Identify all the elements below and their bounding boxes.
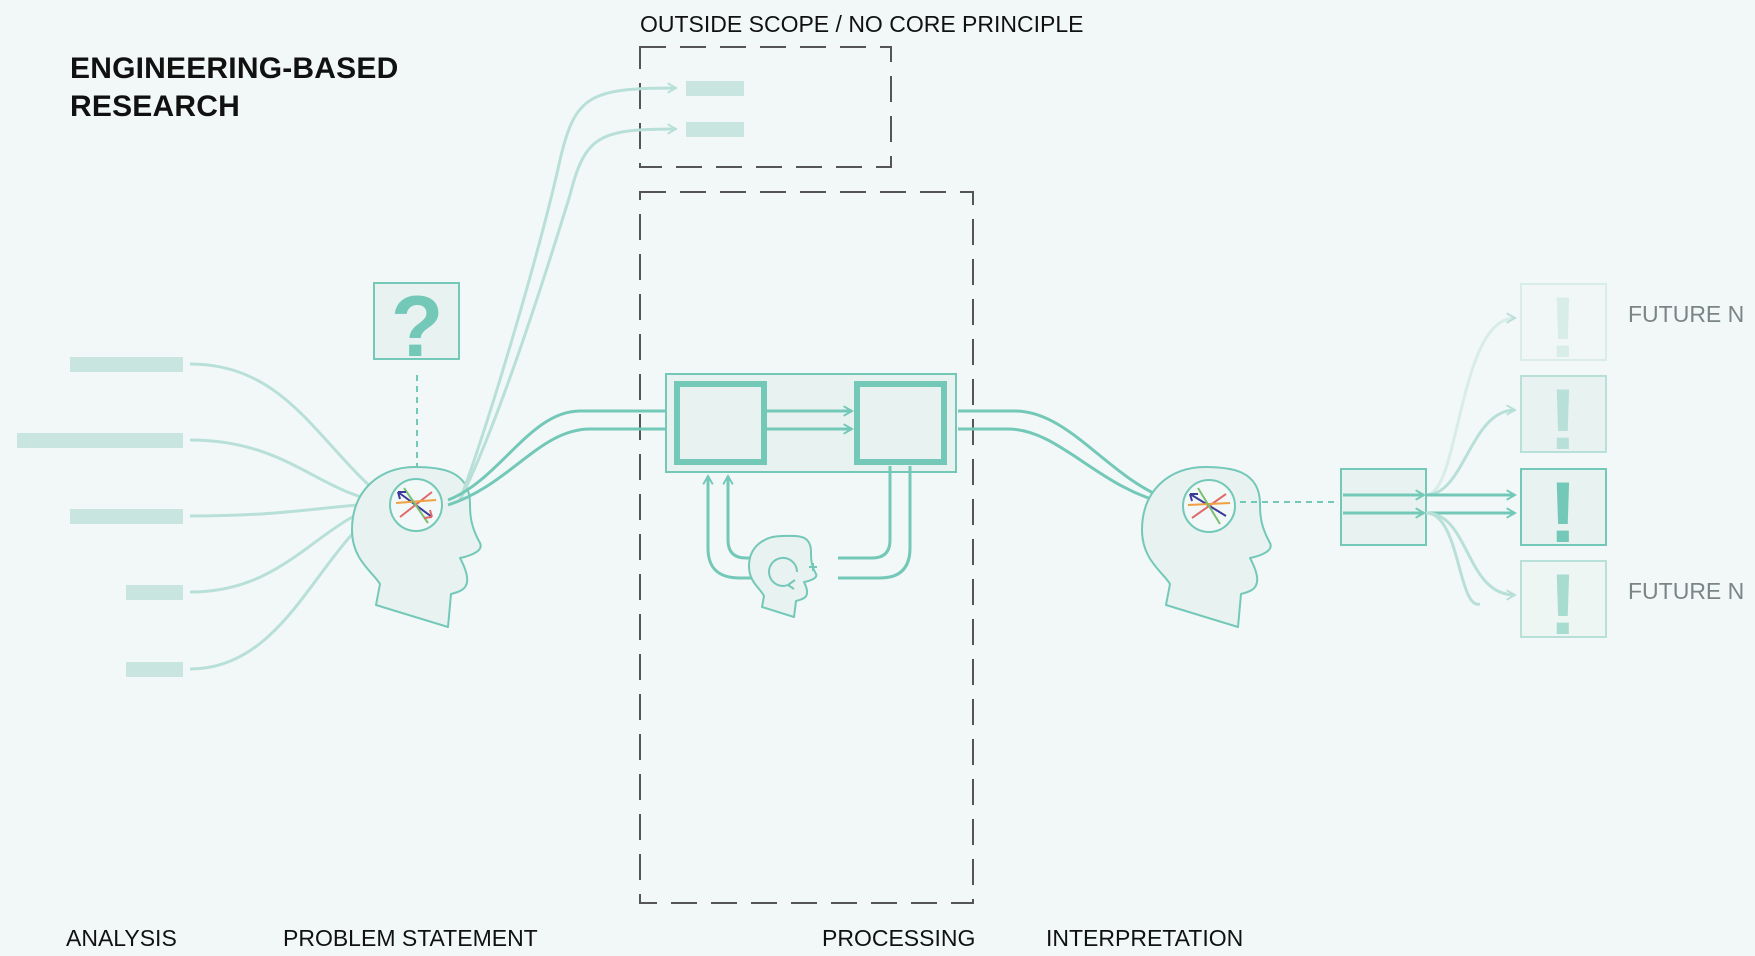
title-line-2: RESEARCH [70, 90, 240, 123]
exclamation-icon: ! [1549, 280, 1578, 376]
processing-unit [665, 373, 957, 618]
scope-bar-2 [686, 122, 744, 137]
head-interpretation-icon [1141, 466, 1335, 628]
input-line-2 [189, 438, 391, 505]
process-box-1 [674, 381, 767, 465]
question-mark-icon: ? [391, 279, 444, 375]
input-bar-4 [126, 585, 183, 600]
future-box-4: ! [1520, 557, 1607, 653]
flow-to-interpretation [958, 409, 1171, 506]
input-bar-5 [126, 662, 183, 677]
title-line-1: ENGINEERING-BASED [70, 52, 399, 85]
stage-processing: PROCESSING [822, 925, 976, 951]
scope-bar-1 [686, 81, 744, 96]
head-problem-statement-icon [351, 466, 482, 628]
future-box-1: ! [1520, 280, 1607, 376]
process-box-2 [854, 381, 947, 465]
input-bar-1 [70, 357, 183, 372]
exclamation-icon: ! [1549, 557, 1578, 653]
outside-scope-label: OUTSIDE SCOPE / NO CORE PRINCIPLE [640, 11, 1083, 37]
stage-analysis: ANALYSIS [66, 925, 177, 951]
exclamation-icon: ! [1549, 372, 1578, 468]
outside-scope: OUTSIDE SCOPE / NO CORE PRINCIPLE [458, 11, 1083, 501]
input-bar-3 [70, 509, 183, 524]
future-box-3: ! [1520, 465, 1607, 561]
future-label-bottom: FUTURE N [1628, 578, 1745, 604]
distributor [1340, 312, 1517, 606]
analysis-inputs [17, 357, 391, 677]
future-outcomes: ! ! ! ! [1520, 280, 1607, 653]
input-bar-2 [17, 433, 183, 448]
question-box: ? [373, 279, 460, 470]
stage-problem-statement: PROBLEM STATEMENT [283, 925, 538, 951]
head-processing-icon [748, 534, 818, 618]
diagram-title: ENGINEERING-BASED RESEARCH [70, 50, 398, 126]
stage-interpretation: INTERPRETATION [1046, 925, 1244, 951]
flow-to-processing [447, 405, 677, 507]
future-label-top: FUTURE N [1628, 301, 1745, 327]
input-line-1 [189, 362, 391, 505]
processing-scope [639, 191, 974, 904]
exclamation-icon: ! [1549, 465, 1578, 561]
future-box-2: ! [1520, 372, 1607, 468]
